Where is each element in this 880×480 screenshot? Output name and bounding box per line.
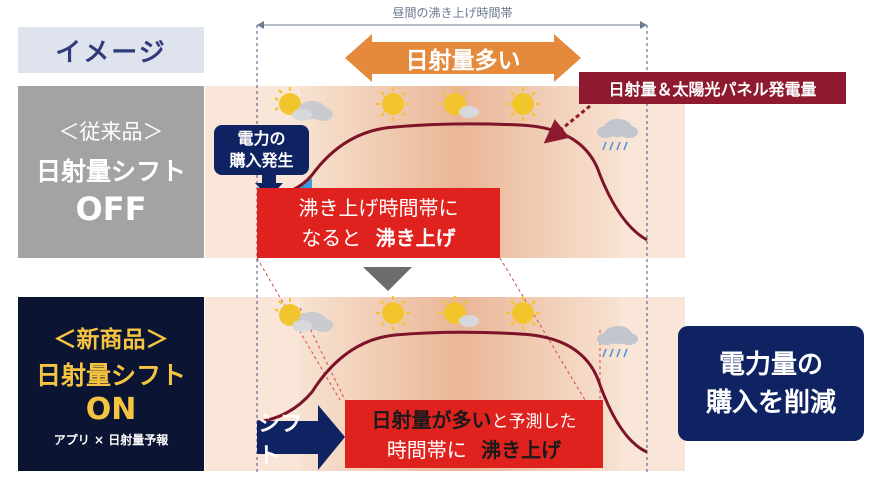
old-boil-line1: 沸き上げ時間帯に [298,196,459,220]
old-boil-line2: なると 沸き上げ [257,223,500,253]
bracket-left-tip [257,21,264,29]
rain-cloud-icon [597,326,638,358]
new-boil-line1b: と予測した [491,412,577,432]
old-boil-line2b: 沸き上げ [375,226,456,250]
reduce-line2: 購入を削減 [705,387,836,418]
projection-left [299,307,346,401]
old-product-feature: 日射量シフト [35,157,186,186]
rain-cloud-icon [597,119,638,151]
new-boil-callout: 日射量が多いと予測した 時間帯に 沸き上げ [345,400,603,468]
purchase-callout: 電力の 購入発生 [214,125,309,175]
shift-label: シフト [258,412,303,469]
curve-label: 日射量＆太陽光パネル発電量 [579,72,846,104]
old-product-state: OFF [75,190,147,228]
purchase-line1: 電力の [237,129,286,148]
old-product-box: ＜従来品＞ 日射量シフト OFF [18,86,204,258]
new-product-heading: ＜新商品＞ [53,327,169,353]
new-boil-line1: 日射量が多いと予測した [345,406,603,436]
new-boil-line1a: 日射量が多い [371,408,492,432]
reduce-callout: 電力量の 購入を削減 [678,326,864,441]
shift-arrow [257,405,345,470]
old-curve [256,122,648,242]
high-irradiance-label: 日射量多い [405,48,521,74]
new-curve [256,330,648,454]
new-boil-line2a: 時間帯に [386,438,467,462]
new-boil-line2: 時間帯に 沸き上げ [345,436,603,464]
old-boil-line2a: なると [301,226,362,250]
sun-cloud-icon [274,298,333,332]
new-product-box: ＜新商品＞ 日射量シフト ON アプリ × 日射量予報 [18,297,204,471]
sun-icon [438,296,479,327]
curve-label-pointer [543,104,591,144]
new-product-state: ON [85,392,137,427]
page-title: イメージ [18,27,204,73]
new-boil-line2b: 沸き上げ [481,438,562,462]
high-irradiance-arrow [345,34,581,82]
purchase-pointer [255,175,283,198]
time-band-label: 昼間の沸き上げ時間帯 [392,6,513,20]
sun-icon [376,87,410,121]
sun-icon [376,296,410,330]
bracket-right-tip [640,21,647,29]
new-product-feature: 日射量シフト [35,361,186,390]
old-boil-callout: 沸き上げ時間帯に なると 沸き上げ [257,188,500,258]
sun-cloud-icon [274,87,333,121]
old-product-heading: ＜従来品＞ [58,120,164,144]
sun-icon [438,87,479,118]
transition-arrow [363,267,412,291]
purchase-line2: 購入発生 [229,151,294,170]
reduce-line1: 電力量の [718,349,823,380]
new-product-note: アプリ × 日射量予報 [53,433,169,447]
sun-icon [506,87,540,121]
sun-icon [506,296,540,330]
